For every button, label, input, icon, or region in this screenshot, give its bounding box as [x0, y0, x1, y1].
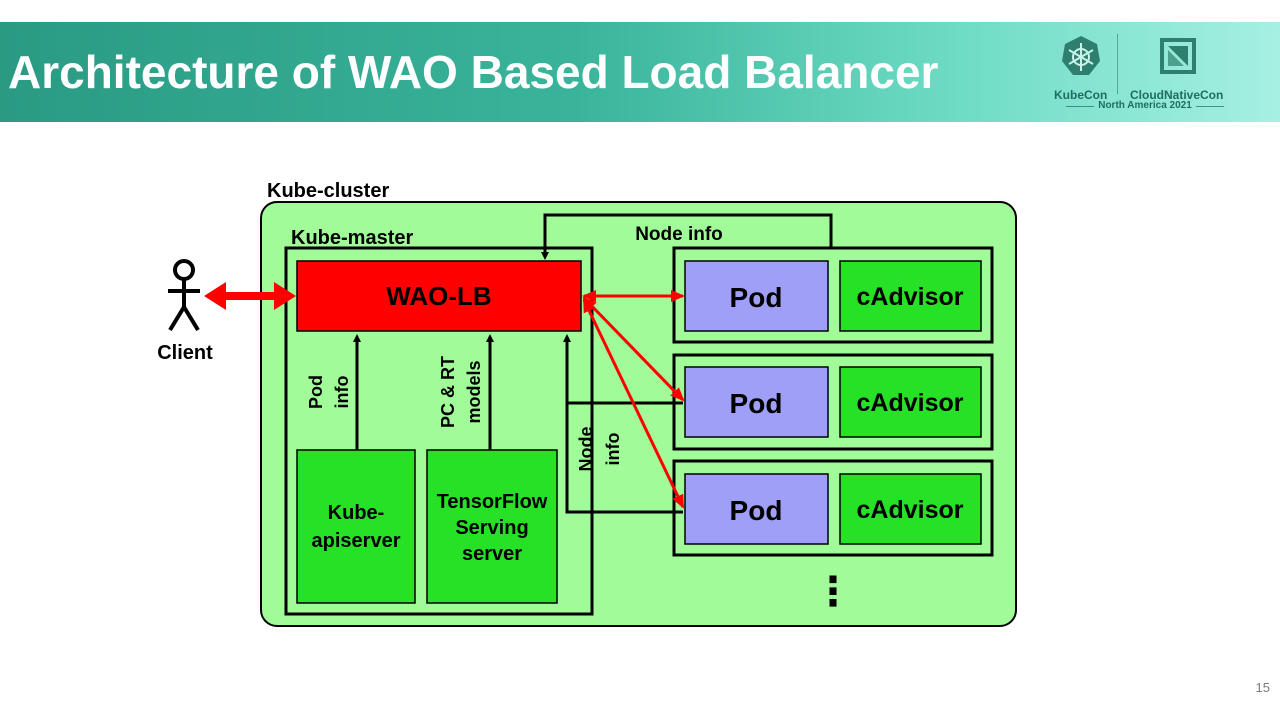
- pod-box-2: [684, 366, 829, 438]
- models-label-1: PC & RT: [438, 356, 458, 428]
- wao-lb-label: WAO-LB: [386, 281, 491, 311]
- node-info-top-line: [541, 213, 833, 260]
- pod-label-3: Pod: [730, 495, 783, 526]
- title-banner: Architecture of WAO Based Load Balancer …: [0, 22, 1280, 122]
- cncf-icon: [1160, 38, 1196, 74]
- pod-box-3: [684, 473, 829, 545]
- cadvisor-label-2: cAdvisor: [857, 389, 964, 417]
- pod-info-label-2: info: [332, 376, 352, 409]
- cadvisor-label-3: cAdvisor: [857, 496, 964, 524]
- node-info-line-3: [563, 334, 683, 514]
- page-number: 15: [1255, 680, 1270, 695]
- cadvisor-box-3: [839, 473, 982, 545]
- models-label-2: models: [464, 360, 484, 423]
- pod-label-2: Pod: [730, 388, 783, 419]
- wao-lb-box: [296, 260, 582, 332]
- slide-title: Architecture of WAO Based Load Balancer: [8, 46, 939, 98]
- node-info-label-2: info: [603, 433, 623, 466]
- tf-serving-label-2: Serving: [455, 517, 528, 539]
- kubecon-wordmark: KubeCon: [1054, 88, 1108, 102]
- event-rule-left: [1066, 106, 1094, 107]
- node-info-label-1: Node: [576, 427, 596, 472]
- event-name: North America 2021: [1098, 100, 1192, 111]
- cloudnativecon-logo: CloudNativeCon: [1124, 30, 1234, 120]
- pod-box-1: [684, 260, 829, 332]
- kubernetes-wheel-icon: [1062, 36, 1100, 75]
- event-rule-right: [1196, 106, 1224, 107]
- client-label: Client: [157, 342, 213, 364]
- tf-serving-box: [426, 449, 558, 604]
- lb-pod-arrow-3: [582, 298, 685, 509]
- kube-apiserver-label-2: apiserver: [312, 530, 401, 552]
- cluster-label: Kube-cluster: [267, 180, 389, 202]
- client-stick-figure-icon: [168, 259, 200, 332]
- tf-serving-label-3: server: [462, 543, 522, 565]
- node-info-top-label: Node info: [635, 224, 723, 245]
- cadvisor-label-1: cAdvisor: [857, 283, 964, 311]
- more-nodes-ellipsis: ⋮: [813, 570, 853, 614]
- kube-apiserver-label-1: Kube-: [328, 502, 385, 524]
- client-lb-arrow: [204, 282, 296, 310]
- cadvisor-box-2: [839, 366, 982, 438]
- cadvisor-box-1: [839, 260, 982, 332]
- pod-info-label-1: Pod: [306, 375, 326, 409]
- tf-serving-label-1: TensorFlow: [437, 491, 548, 513]
- pod-label-1: Pod: [730, 282, 783, 313]
- kube-apiserver-box: [296, 449, 416, 604]
- cloudnativecon-wordmark: CloudNativeCon: [1130, 88, 1224, 102]
- master-label: Kube-master: [291, 227, 413, 249]
- kubecon-logo: KubeCon: [1050, 30, 1112, 120]
- logo-divider: [1117, 34, 1118, 94]
